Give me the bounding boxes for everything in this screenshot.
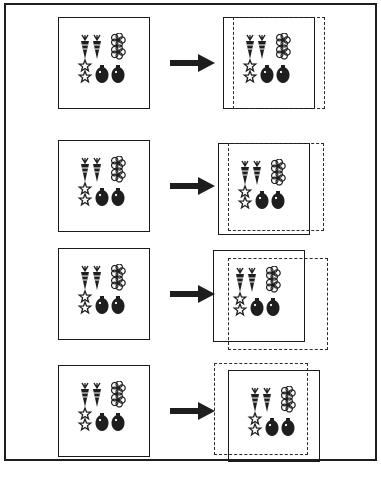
flower-icon (110, 381, 126, 396)
original-card (58, 248, 150, 340)
flower-icon (110, 33, 126, 48)
carrot-icon (251, 387, 259, 412)
star-icon (77, 181, 93, 196)
bag-icon (271, 191, 285, 209)
transformed-card (228, 370, 320, 462)
bag-icon (111, 413, 125, 431)
flower-icon (110, 44, 126, 60)
bag-icon (255, 191, 269, 209)
bag-icon (265, 418, 279, 436)
outer-frame (4, 3, 377, 461)
bag-icon (111, 188, 125, 206)
flower-icon (270, 159, 286, 174)
carrot-icon (93, 157, 101, 182)
star-icon (77, 300, 93, 315)
vegetable-icon-cluster (77, 156, 126, 207)
bag-icon (95, 296, 109, 314)
star-icon (237, 184, 253, 199)
carrot-icon (81, 265, 89, 290)
carrot-icon (81, 157, 89, 182)
flower-icon (265, 277, 281, 293)
shifted-outline-offset-top-left (214, 363, 308, 455)
flower-icon (110, 275, 126, 291)
star-icon (232, 302, 248, 317)
original-card (58, 17, 150, 109)
bag-icon (95, 413, 109, 431)
flower-icon (110, 264, 126, 279)
star-icon (77, 289, 93, 304)
right-arrow-icon (170, 54, 215, 72)
vegetable-icon-cluster (77, 381, 126, 432)
shifted-outline-offset-bottom-right (228, 258, 328, 350)
star-icon (77, 406, 93, 421)
bag-icon (276, 65, 290, 83)
flower-icon (280, 386, 296, 401)
transformed-card (218, 143, 310, 235)
carrot-icon (81, 34, 89, 59)
flower-icon (280, 397, 296, 413)
vegetable-icon-cluster (242, 33, 291, 84)
flower-icon (275, 33, 291, 48)
carrot-icon (253, 160, 261, 185)
star-icon (247, 422, 263, 437)
bag-icon (281, 418, 295, 436)
vegetable-icon-cluster (237, 159, 286, 210)
star-icon (232, 291, 248, 306)
flower-icon (110, 167, 126, 183)
bag-icon (95, 65, 109, 83)
original-card (58, 140, 150, 232)
flower-icon (110, 156, 126, 171)
bag-icon (111, 65, 125, 83)
star-icon (77, 417, 93, 432)
bag-icon (95, 188, 109, 206)
carrot-icon (241, 160, 249, 185)
carrot-icon (236, 267, 244, 292)
bag-icon (111, 296, 125, 314)
shifted-outline-offset-left (233, 17, 325, 109)
flower-icon (265, 266, 281, 281)
carrot-icon (248, 267, 256, 292)
carrot-icon (81, 382, 89, 407)
vegetable-icon-cluster (77, 33, 126, 84)
star-icon (242, 69, 258, 84)
carrot-icon (246, 34, 254, 59)
star-icon (237, 195, 253, 210)
star-icon (77, 192, 93, 207)
carrot-icon (93, 382, 101, 407)
original-card (58, 365, 150, 457)
right-arrow-icon (170, 177, 215, 195)
carrot-icon (93, 265, 101, 290)
vegetable-icon-cluster (247, 386, 296, 437)
bag-icon (266, 298, 280, 316)
right-arrow-icon (170, 402, 215, 420)
bag-icon (250, 298, 264, 316)
carrot-icon (93, 34, 101, 59)
right-arrow-icon (170, 285, 215, 303)
carrot-icon (258, 34, 266, 59)
flower-icon (270, 170, 286, 186)
vegetable-icon-cluster (232, 266, 281, 317)
star-icon (247, 411, 263, 426)
flower-icon (275, 44, 291, 60)
transformed-card (213, 250, 305, 342)
carrot-icon (263, 387, 271, 412)
star-icon (77, 69, 93, 84)
flower-icon (110, 392, 126, 408)
star-icon (77, 58, 93, 73)
bag-icon (260, 65, 274, 83)
star-icon (242, 58, 258, 73)
shifted-outline-offset-top (228, 143, 324, 231)
vegetable-icon-cluster (77, 264, 126, 315)
